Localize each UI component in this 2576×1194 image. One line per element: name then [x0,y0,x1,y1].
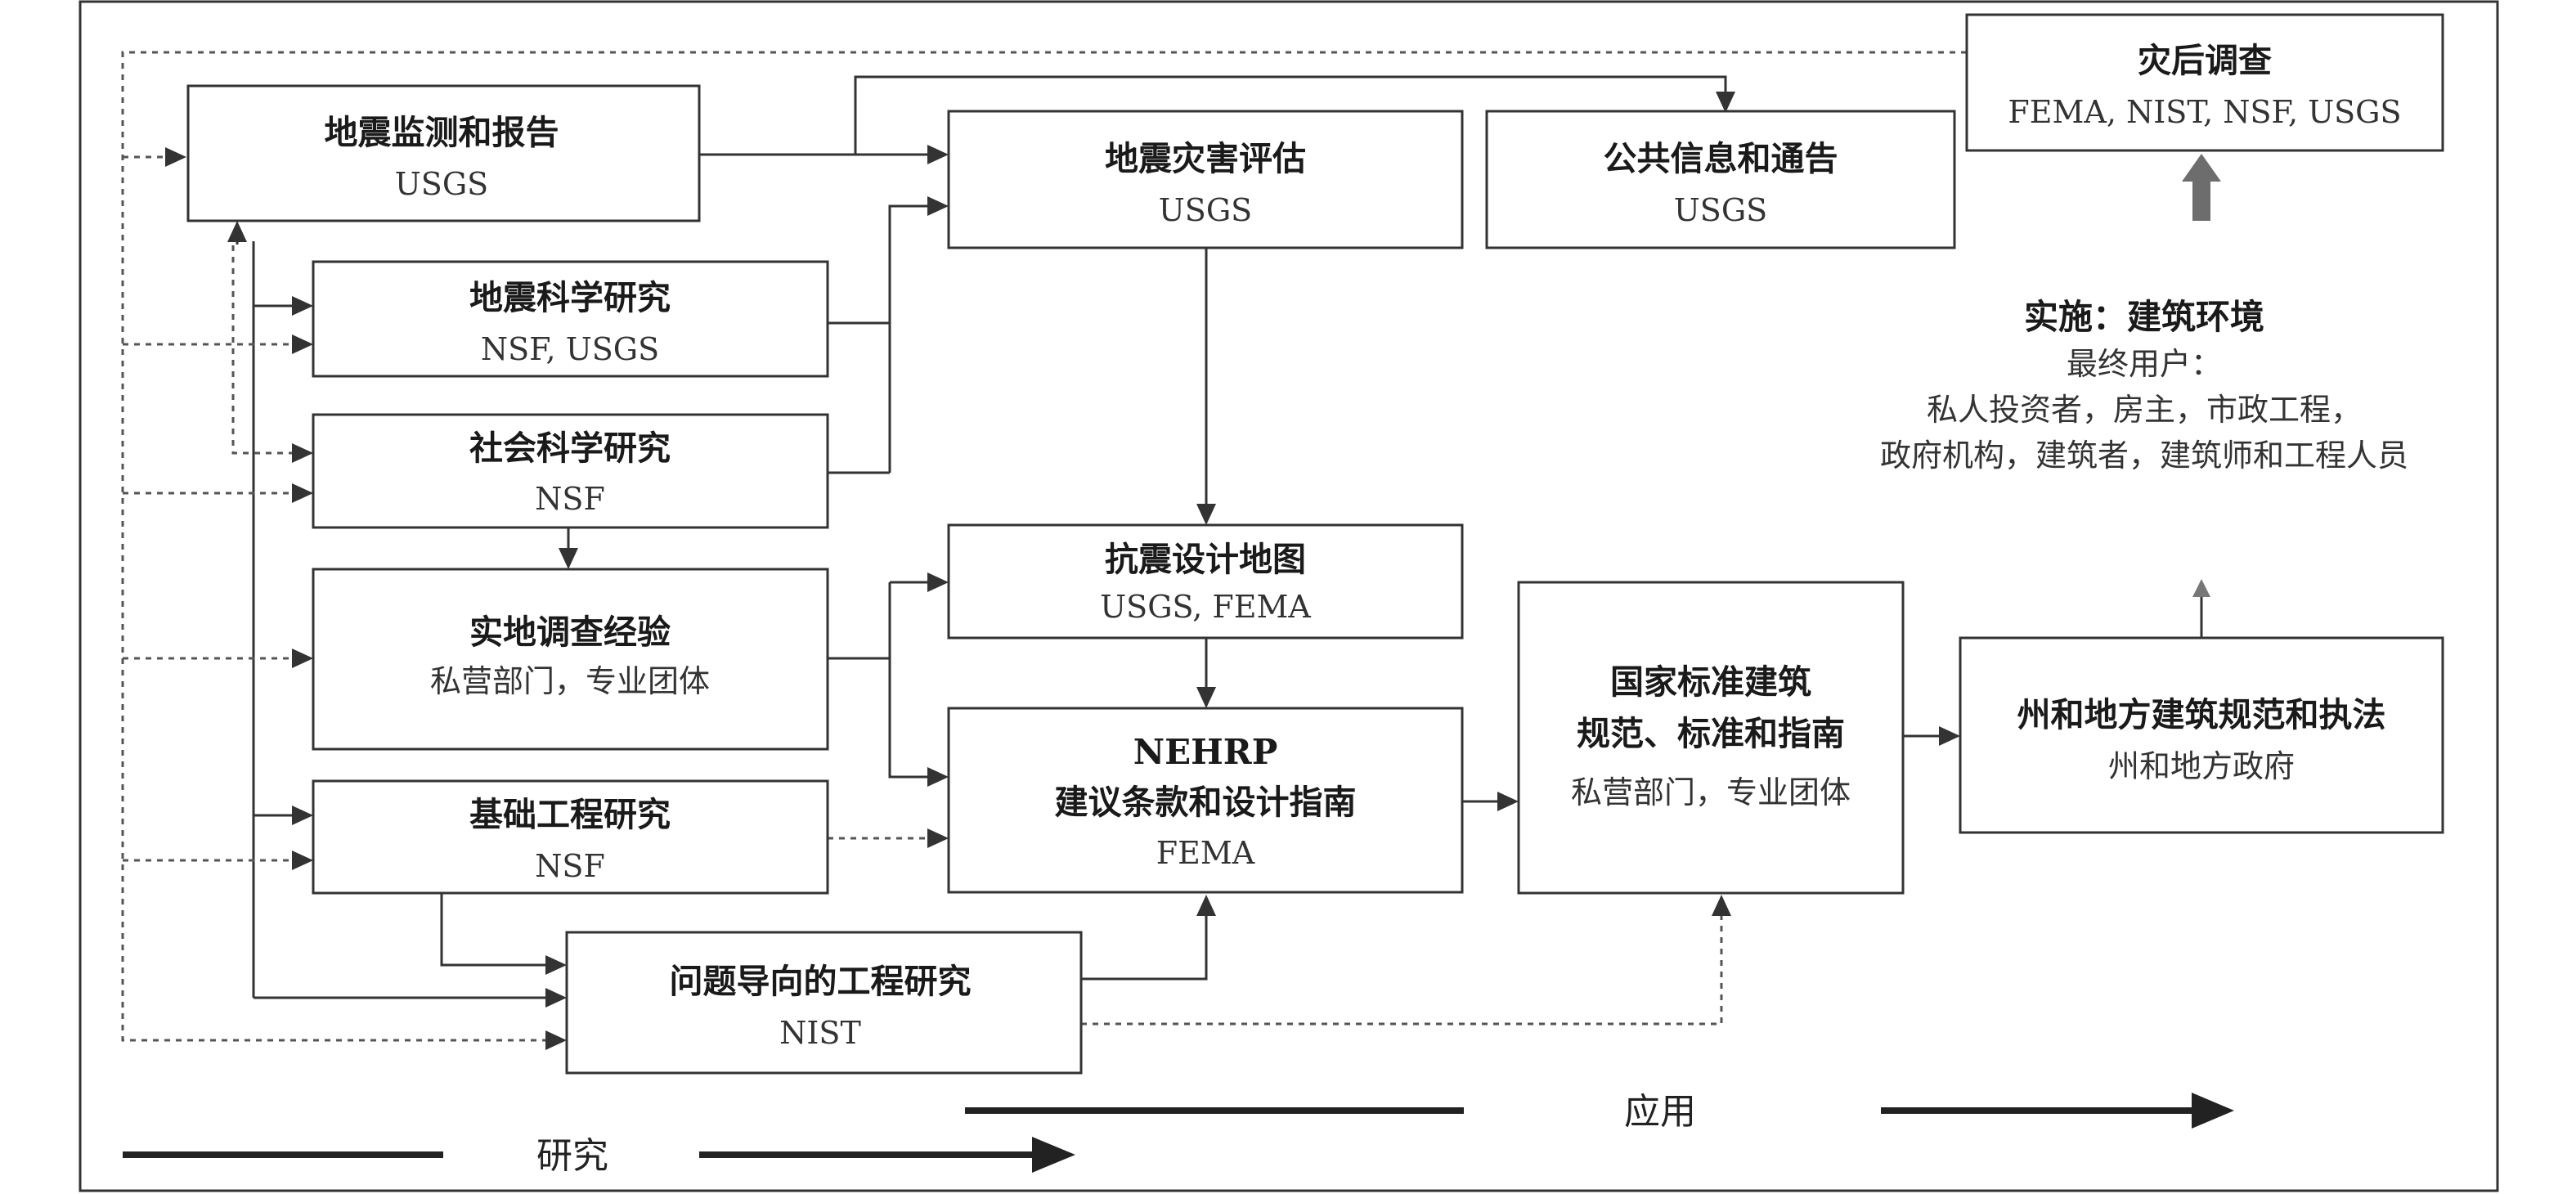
legend-application: 应用 [965,1091,2234,1133]
box-title: 社会科学研究 [469,429,671,468]
legend-research-arrowhead [1032,1137,1075,1173]
box-title: 国家标准建筑 [1610,662,1811,702]
box-title: 地震科学研究 [469,278,671,317]
outer-frame [79,0,2499,1192]
implementation-line-2: 私人投资者，房主，市政工程， [1927,392,2362,428]
box-title: 抗震设计地图 [1105,540,1306,579]
box-title: NEHRP [1133,732,1278,772]
box-agency: 私营部门，专业团体 [1571,774,1851,810]
legend-research: 研究 [123,1135,1075,1177]
box-post-disaster-investigation: 灾后调查 FEMA, NIST, NSF, USGS [1965,13,2444,152]
box-title: 基础工程研究 [469,795,671,834]
box-agency: USGS [1159,192,1252,228]
box-title: 实地调查经验 [469,613,671,652]
box-title: 灾后调查 [2138,41,2272,80]
box-earthquake-science-research: 地震科学研究 NSF, USGS [312,260,829,378]
box-title: 地震监测和报告 [325,113,559,152]
box-public-information: 公共信息和通告 USGS [1485,110,1956,249]
legend-research-label: 研究 [536,1135,608,1177]
box-title: 州和地方建筑规范和执法 [2017,695,2386,734]
dotted-connectors [121,51,1967,1050]
box-basic-engineering-research: 基础工程研究 NSF [312,779,829,895]
implementation-note: 实施：建筑环境 最终用户： 私人投资者，房主，市政工程， 政府机构，建筑者，建筑… [1880,297,2408,474]
box-hazard-assessment: 地震灾害评估 USGS [947,110,1464,249]
box-earthquake-monitoring: 地震监测和报告 USGS [186,84,701,222]
box-agency: USGS [1674,192,1767,228]
box-title: 公共信息和通告 [1604,139,1838,178]
up-arrow-post-disaster [2182,154,2221,221]
box-agency: FEMA [1156,835,1255,871]
legend-application-label: 应用 [1624,1091,1696,1133]
box-agency: USGS, FEMA [1100,589,1311,625]
legend-application-arrowhead [2192,1093,2234,1129]
box-problem-oriented-engineering: 问题导向的工程研究 NIST [565,931,1083,1075]
box-national-standards: 国家标准建筑 规范、标准和指南 私营部门，专业团体 [1517,581,1905,895]
box-title: 问题导向的工程研究 [670,962,972,1001]
box-agency: USGS [395,166,488,202]
box-agency: NSF [535,481,605,517]
box-title-line2: 建议条款和设计指南 [1055,783,1357,822]
box-field-survey-experience: 实地调查经验 私营部门，专业团体 [312,568,829,751]
box-agency: 私营部门，专业团体 [430,663,710,699]
box-agency: NSF, USGS [481,331,659,367]
box-agency: NSF [535,848,605,884]
box-state-local-codes: 州和地方建筑规范和执法 州和地方政府 [1959,636,2444,834]
box-title: 地震灾害评估 [1105,139,1306,178]
box-seismic-design-maps: 抗震设计地图 USGS, FEMA [947,523,1464,640]
implementation-line-3: 政府机构，建筑者，建筑师和工程人员 [1880,438,2408,474]
implementation-title: 实施：建筑环境 [2024,297,2264,337]
box-agency: FEMA, NIST, NSF, USGS [2008,94,2401,130]
solid-connectors [227,75,2210,1008]
implementation-line-1: 最终用户： [2067,346,2222,382]
box-social-science-research: 社会科学研究 NSF [312,413,829,529]
box-agency: NIST [779,1015,861,1051]
box-nehrp-provisions: NEHRP 建议条款和设计指南 FEMA [947,707,1464,894]
box-title-line2: 规范、标准和指南 [1577,714,1845,753]
box-agency: 州和地方政府 [2108,748,2295,784]
